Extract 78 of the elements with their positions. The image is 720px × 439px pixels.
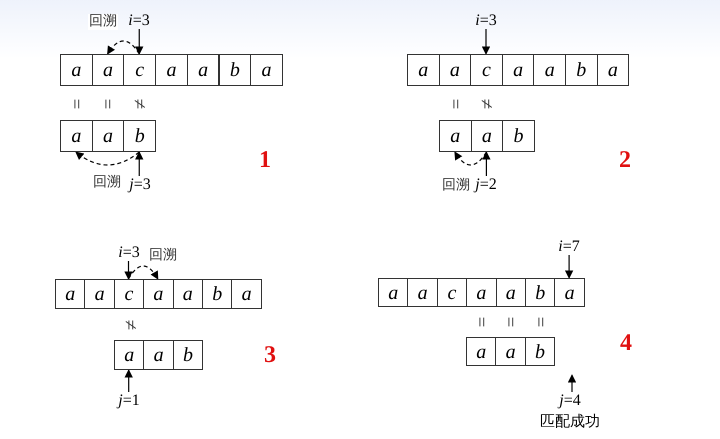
pointer-label: i=7	[553, 238, 585, 255]
char-cell: a	[495, 337, 526, 366]
edge-label: 回溯	[148, 248, 178, 264]
edge-label: 回溯	[441, 178, 471, 194]
step-number: 2	[619, 148, 631, 172]
char-cell: a	[470, 120, 504, 152]
char-cell: a	[407, 278, 438, 307]
char-cell: a	[143, 340, 174, 370]
char-cell: a	[92, 120, 124, 152]
char-cell: a	[378, 278, 408, 307]
char-cell: a	[250, 54, 283, 86]
arrow	[568, 374, 576, 392]
char-cell: b	[524, 337, 556, 366]
char-cell: a	[172, 279, 203, 309]
char-cell: b	[218, 54, 252, 86]
pointer-label: j=2	[470, 176, 502, 193]
char-cell: b	[172, 340, 204, 370]
pointer-label: j=3	[124, 176, 156, 193]
step-number: 3	[264, 343, 276, 367]
arrow	[482, 29, 490, 55]
char-cell: a	[55, 279, 86, 309]
char-cell: a	[407, 54, 440, 86]
char-cell: a	[533, 54, 566, 86]
arrow	[135, 151, 144, 176]
char-cell: b	[202, 279, 232, 309]
backtrack-arrow	[75, 152, 140, 166]
char-cell: b	[502, 120, 535, 152]
arrow	[135, 29, 144, 55]
step-number: 1	[259, 148, 271, 172]
comparison-sign: ≠	[120, 320, 140, 330]
char-cell: a	[92, 54, 124, 86]
backtrack-arrow	[128, 265, 158, 280]
arrow	[124, 369, 133, 392]
comparison-sign: =	[446, 98, 464, 110]
char-cell: a	[114, 340, 144, 370]
char-cell: c	[436, 278, 468, 307]
char-cell: b	[565, 54, 598, 86]
char-cell: a	[496, 278, 526, 307]
char-cell: a	[438, 54, 472, 86]
edge-label: 回溯	[92, 175, 122, 191]
pointer-label: j=1	[113, 392, 145, 409]
pointer-label: j=4	[554, 392, 586, 409]
char-cell: a	[60, 120, 93, 152]
step-number: 4	[620, 331, 632, 355]
char-cell: c	[470, 54, 503, 86]
char-cell: a	[554, 278, 585, 307]
comparison-sign: =	[66, 98, 86, 110]
char-cell: c	[123, 54, 156, 86]
comparison-sign: ≠	[130, 98, 148, 110]
char-cell: a	[596, 54, 630, 86]
edge-label: 回溯	[88, 14, 118, 30]
char-cell: a	[439, 120, 472, 152]
comparison-sign: =	[530, 316, 550, 328]
char-cell: a	[60, 54, 93, 86]
arrow	[564, 255, 574, 279]
char-cell: a	[466, 337, 496, 366]
char-cell: a	[466, 278, 497, 307]
comparison-sign: =	[500, 316, 520, 328]
backtrack-arrow	[107, 40, 140, 55]
char-cell: b	[525, 278, 556, 307]
backtrack-arrow	[454, 151, 487, 166]
comparison-sign: =	[98, 98, 116, 110]
comparison-sign: ≠	[476, 98, 496, 110]
char-cell: a	[502, 54, 534, 86]
char-cell: a	[186, 54, 220, 86]
char-cell: b	[123, 120, 156, 152]
char-cell: a	[231, 279, 262, 309]
char-cell: c	[114, 279, 144, 309]
arrow	[124, 261, 133, 280]
arrow	[482, 151, 491, 176]
status-text: 匹配成功	[540, 413, 600, 431]
char-cell: a	[84, 279, 115, 309]
pointer-label: i=3	[123, 12, 155, 29]
char-cell: a	[143, 279, 174, 309]
comparison-sign: =	[472, 316, 490, 328]
char-cell: a	[155, 54, 188, 86]
pointer-label: i=3	[113, 244, 145, 261]
pointer-label: i=3	[470, 12, 502, 29]
